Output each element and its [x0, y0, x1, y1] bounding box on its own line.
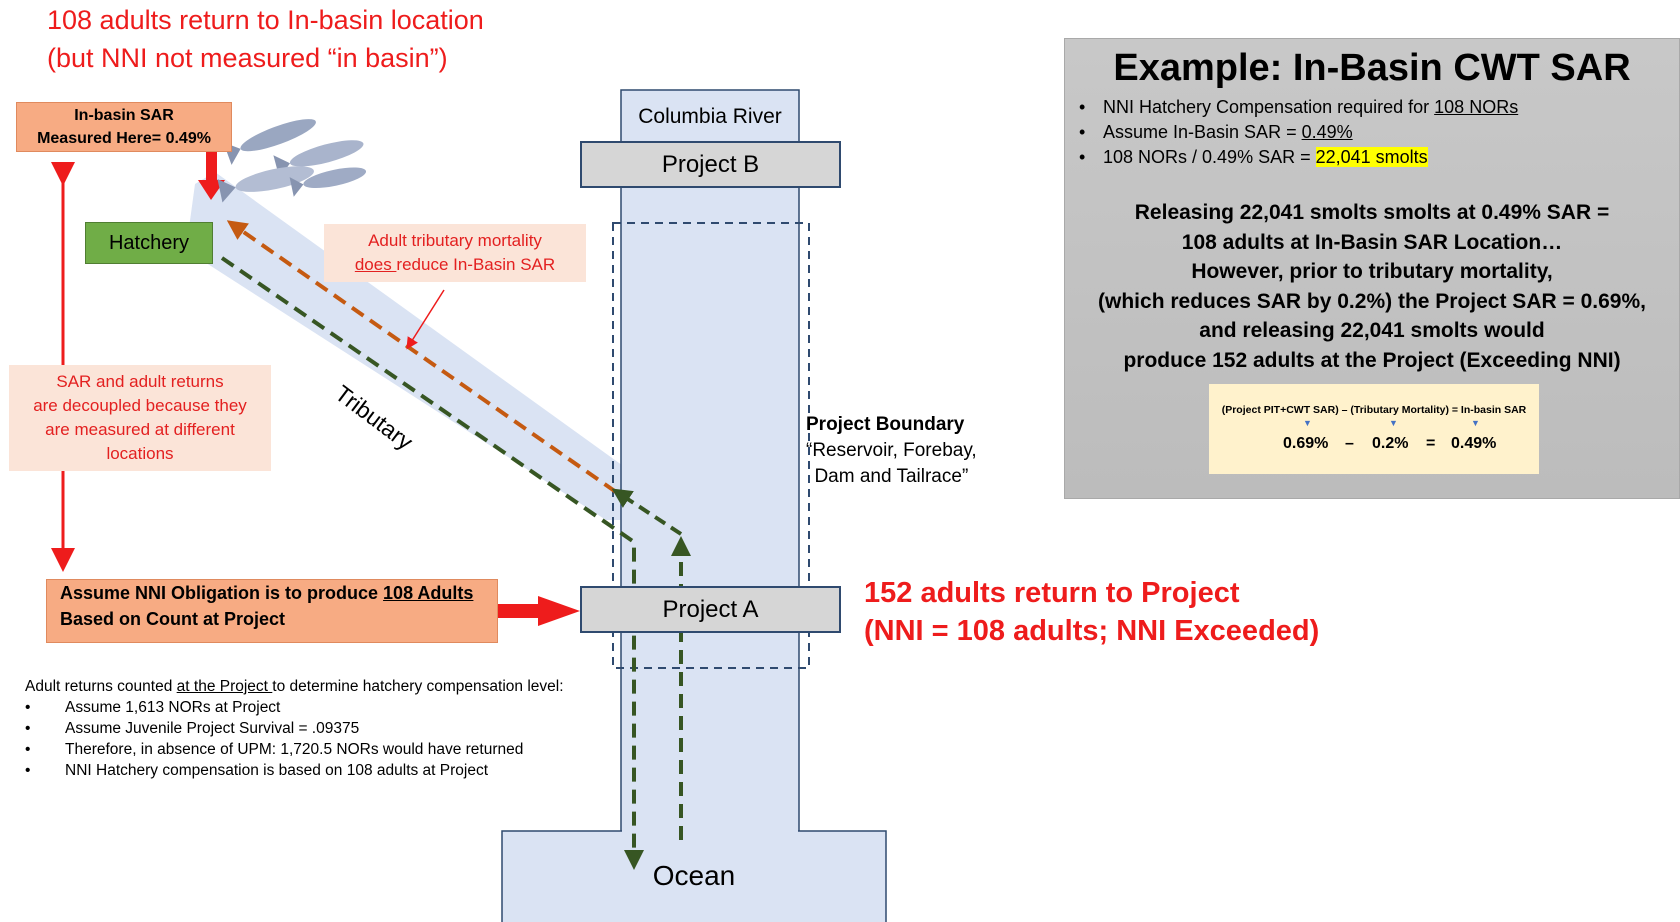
formula-down-arrow-icon: ▼: [1471, 418, 1480, 428]
in-basin-heading-line2: (but NNI not measured “in basin”): [47, 43, 448, 73]
sar-down-arrow-head: [198, 180, 225, 200]
ocean-label: Ocean: [652, 860, 736, 891]
obligation-arrow-head: [538, 596, 580, 626]
adult-tributary-entry-path: [611, 488, 683, 536]
example-bullet2-underlined: 0.49%: [1301, 122, 1353, 142]
formula-value-project: 0.69%: [1283, 435, 1329, 452]
returns-intro-post: to determine hatchery compensation level…: [272, 678, 564, 695]
returns-bullet: NNI Hatchery compensation is based on 10…: [25, 760, 564, 781]
mortality-note-emphasis: does: [354, 255, 397, 274]
project-return-line1: 152 adults return to Project: [864, 577, 1240, 609]
example-bullet: NNI Hatchery Compensation required for 1…: [1079, 95, 1518, 120]
example-bullet3-highlight: 22,041 smolts: [1315, 147, 1428, 167]
sar-box-line1: In-basin SAR: [74, 107, 174, 124]
project-a-box: Project A: [580, 586, 841, 633]
formula-down-arrow-icon: ▼: [1389, 418, 1398, 428]
obligation-line2: Based on Count at Project: [60, 609, 286, 629]
mortality-note-line2: does reduce In-Basin SAR: [355, 253, 555, 277]
project-a-label: Project A: [662, 595, 759, 623]
formula-box: (Project PIT+CWT SAR) – (Tributary Morta…: [1209, 384, 1539, 474]
project-b-box: Project B: [580, 141, 841, 188]
returns-intro: Adult returns counted at the Project to …: [25, 676, 564, 697]
example-title: Example: In-Basin CWT SAR: [1113, 47, 1631, 89]
returns-bullet: Assume 1,613 NORs at Project: [25, 697, 564, 718]
example-para-line: 108 adults at In-Basin SAR Location…: [1181, 230, 1563, 254]
returns-intro-underlined: at the Project: [176, 678, 273, 695]
example-para-line: Releasing 22,041 smolts smolts at 0.49% …: [1134, 201, 1610, 224]
project-boundary-label: Project Boundary “Reservoir, Forebay, Da…: [806, 412, 977, 490]
returns-counted-block: Adult returns counted at the Project to …: [25, 676, 564, 781]
formula-down-arrow-icon: ▼: [1303, 418, 1312, 428]
formula-value-tributary: 0.2%: [1372, 435, 1409, 452]
project-return-line2: (NNI = 108 adults; NNI Exceeded): [864, 615, 1320, 647]
formula-equals: =: [1426, 435, 1436, 452]
sar-box-line2: Measured Here= 0.49%: [37, 130, 211, 147]
mortality-pointer: [406, 289, 445, 350]
obligation-pre: Assume NNI Obligation is to produce: [60, 583, 384, 603]
example-para-line: and releasing 22,041 smolts would: [1199, 319, 1545, 342]
formula-value-inbasin: 0.49%: [1451, 435, 1497, 452]
in-basin-heading-line1: 108 adults return to In-basin location: [47, 5, 484, 35]
obligation-line1: Assume NNI Obligation is to produce 108 …: [60, 580, 473, 606]
example-bullet1-text: NNI Hatchery Compensation required for: [1103, 97, 1435, 117]
ocean-area: [501, 830, 887, 922]
columbia-river-label: Columbia River: [638, 105, 782, 128]
formula-minus: –: [1345, 435, 1354, 452]
juvenile-migration-path: [220, 256, 644, 870]
obligation-arrow-shaft: [492, 604, 540, 618]
nni-obligation-box: Assume NNI Obligation is to produce 108 …: [46, 579, 498, 643]
boundary-line1: “Reservoir, Forebay,: [806, 440, 977, 461]
mortality-note-rest: reduce In-Basin SAR: [396, 255, 556, 274]
example-bullet: 108 NORs / 0.49% SAR = 22,041 smolts: [1079, 145, 1518, 170]
sar-down-arrow-shaft: [206, 152, 217, 182]
project-return-heading: 152 adults return to Project (NNI = 108 …: [864, 574, 1319, 650]
decoupled-line: are decoupled because they: [33, 396, 247, 415]
example-bullet1-underlined: 108 NORs: [1434, 97, 1519, 117]
in-basin-sar-box: In-basin SAR Measured Here= 0.49%: [16, 102, 232, 152]
example-bullets: NNI Hatchery Compensation required for 1…: [1079, 95, 1518, 170]
decoupled-line: SAR and adult returns: [56, 372, 224, 391]
decoupled-line: locations: [106, 444, 174, 463]
in-basin-heading: 108 adults return to In-basin location (…: [47, 1, 484, 77]
example-paragraph: Releasing 22,041 smolts smolts at 0.49% …: [1065, 198, 1679, 375]
returns-bullet: Assume Juvenile Project Survival = .0937…: [25, 718, 564, 739]
returns-intro-pre: Adult returns counted: [25, 678, 177, 695]
columbia-river-column: [620, 89, 800, 838]
obligation-underlined: 108 Adults: [383, 583, 474, 603]
hatchery-label: Hatchery: [108, 231, 190, 254]
fish-icon: [217, 119, 367, 203]
boundary-title: Project Boundary: [806, 414, 965, 435]
example-bullet3-text: 108 NORs / 0.49% SAR =: [1103, 147, 1316, 167]
project-boundary-box: [612, 222, 810, 669]
example-panel: Example: In-Basin CWT SAR NNI Hatchery C…: [1064, 38, 1680, 499]
example-bullet: Assume In-Basin SAR = 0.49%: [1079, 120, 1518, 145]
decoupled-line: are measured at different: [45, 420, 235, 439]
example-bullet2-text: Assume In-Basin SAR =: [1103, 122, 1302, 142]
hatchery-box: Hatchery: [85, 222, 213, 264]
boundary-line2: Dam and Tailrace”: [814, 466, 969, 487]
tributary-mortality-note: Adult tributary mortality does reduce In…: [324, 224, 586, 282]
mortality-note-line1: Adult tributary mortality: [368, 231, 542, 250]
example-para-line: (which reduces SAR by 0.2%) the Project …: [1098, 289, 1646, 313]
project-b-label: Project B: [661, 150, 760, 178]
formula-top: (Project PIT+CWT SAR) – (Tributary Morta…: [1221, 404, 1527, 416]
example-para-line: produce 152 adults at the Project (Excee…: [1123, 348, 1621, 372]
decoupled-note: SAR and adult returns are decoupled beca…: [9, 365, 271, 471]
example-para-line: However, prior to tributary mortality,: [1191, 260, 1553, 283]
returns-bullet: Therefore, in absence of UPM: 1,720.5 NO…: [25, 739, 564, 760]
adult-return-path: [226, 220, 618, 494]
